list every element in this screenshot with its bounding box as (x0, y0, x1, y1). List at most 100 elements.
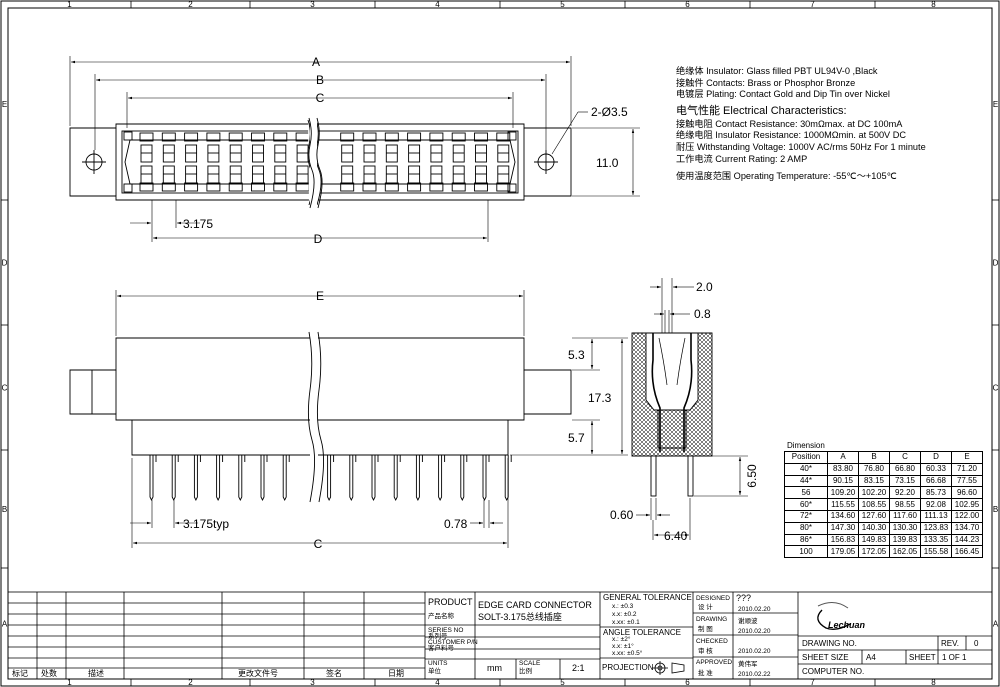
general-tolerance-3: x.xx: ±0.1 (612, 619, 640, 626)
front-pin (460, 455, 468, 502)
frame-row-label: E (993, 100, 998, 109)
top-contact (139, 132, 154, 192)
dimension-table-cell: 115.55 (827, 498, 859, 511)
dimension-table-cell: 100 (784, 545, 828, 559)
logo-text: Lechuan (828, 620, 866, 630)
approved-label-cn: 批 准 (698, 670, 713, 677)
designed-date: 2010.02.20 (738, 606, 771, 613)
drawing-date: 2010.02.20 (738, 628, 771, 635)
rev-label: REV. (941, 639, 959, 648)
frame-col-label: 5 (560, 678, 565, 687)
dimension-table-cell: 123.83 (920, 521, 952, 535)
dimension-table-cell: 92.20 (889, 486, 921, 500)
dim-front-pin: 0.78 (444, 517, 468, 531)
angle-tolerance-1: x.: ±2° (612, 636, 631, 643)
frame-row-label: D (993, 259, 999, 268)
company-logo: Lechuan (817, 602, 866, 631)
dimension-table-cell: 117.60 (889, 509, 921, 523)
dimension-table-cell: 156.83 (827, 533, 859, 547)
top-view-contacts (139, 132, 511, 192)
angle-tolerance-label: ANGLE TOLERANCE (603, 628, 681, 637)
dimension-table-cell: 139.83 (889, 533, 921, 547)
checked-date: 2010.02.20 (738, 648, 771, 655)
general-tolerance-1: x.: ±0.3 (612, 603, 634, 610)
dimension-table-cell: 134.70 (951, 521, 983, 535)
checked-label: CHECKED (696, 638, 728, 645)
dimension-table-cell: 92.08 (920, 498, 952, 511)
customer-label: CUSTOMER P/N (428, 639, 478, 646)
note-operating-temperature: 使用温度范围 Operating Temperature: -55℃～+105℃ (676, 171, 897, 182)
dim-e-label: E (316, 289, 324, 303)
front-pin (371, 455, 379, 502)
front-pin (216, 455, 224, 502)
top-contact (407, 132, 422, 192)
approved-label: APPROVED (696, 659, 733, 666)
dim-side-6-40: 6.40 (664, 529, 688, 543)
frame-col-label: 1 (67, 0, 72, 9)
col-header: D (920, 451, 952, 464)
front-pin (260, 455, 268, 502)
front-pin (193, 455, 201, 502)
dim-hole-label: 2-Ø3.5 (591, 105, 628, 119)
units-label: UNITS (428, 660, 448, 667)
dimension-table-cell: 98.55 (889, 498, 921, 511)
dim-c-label: C (316, 91, 325, 105)
front-pin (393, 455, 401, 502)
dimension-table-cell: 130.30 (889, 521, 921, 535)
col-header: C (889, 451, 921, 464)
dimension-table-cell: 155.58 (920, 545, 952, 559)
front-pin (482, 455, 490, 502)
frame-row-label: B (993, 505, 998, 514)
dimension-table-cell: 71.20 (951, 462, 983, 476)
side-view (631, 332, 713, 497)
scale-value: 2:1 (572, 663, 585, 673)
top-contact (251, 132, 265, 192)
col-header: A (827, 451, 859, 464)
side-view-dimensions (636, 278, 748, 540)
dim-a-label: A (312, 55, 320, 69)
customer-label-cn: 客户料号 (428, 645, 454, 652)
front-pin (327, 455, 335, 502)
units-value: mm (487, 663, 502, 673)
title-block (7, 591, 993, 680)
frame-col-label: 6 (685, 678, 690, 687)
frame-row-label: A (2, 620, 8, 629)
dimension-table-cell: 102.20 (858, 486, 890, 500)
dimension-table-cell: 109.20 (827, 486, 859, 500)
dimension-table-cell: 102.95 (951, 498, 983, 511)
electrical-heading: 电气性能 Electrical Characteristics: (676, 104, 847, 117)
scale-label-cn: 比例 (519, 668, 532, 675)
dim-side-6-50: 6.50 (745, 464, 759, 488)
drawing-label-cn: 制 图 (698, 626, 713, 633)
col-header: Position (784, 451, 828, 464)
rev-col-desc: 描述 (88, 669, 104, 678)
frame-row-label: C (2, 384, 8, 393)
note-insulator-resistance: 绝缘电阻 Insulator Resistance: 1000MΩmin. at… (676, 130, 907, 141)
dimension-table-cell: 73.15 (889, 474, 921, 488)
col-header: E (951, 451, 983, 464)
note-contacts: 接触件 Contacts: Brass or Phosphor Bronze (676, 77, 856, 88)
note-contact-resistance: 接触电阻 Contact Resistance: 30mΩmax. at DC … (676, 118, 903, 129)
dim-side-2-0: 2.0 (696, 280, 713, 294)
dim-d-label: D (314, 232, 323, 246)
units-label-cn: 单位 (428, 668, 441, 675)
dimension-table-cell: 96.60 (951, 486, 983, 500)
top-contact (496, 132, 511, 192)
frame-col-label: 8 (931, 0, 936, 9)
dimension-table-cell: 66.68 (920, 474, 952, 488)
angle-tolerance-3: x.xx: ±0.5° (612, 650, 643, 657)
dimension-table-cell: 108.55 (858, 498, 890, 511)
top-view-dimensions (69, 56, 640, 242)
rev-col-sign: 签名 (326, 669, 342, 678)
dimension-table-cell: 162.05 (889, 545, 921, 559)
dimension-table-cell: 85.73 (920, 486, 952, 500)
frame-col-label: 3 (310, 0, 315, 9)
approved-by: 黄伟军 (738, 661, 758, 668)
checked-label-cn: 审 核 (698, 648, 713, 655)
dimension-table-cell: 127.60 (858, 509, 890, 523)
front-view (69, 330, 572, 505)
